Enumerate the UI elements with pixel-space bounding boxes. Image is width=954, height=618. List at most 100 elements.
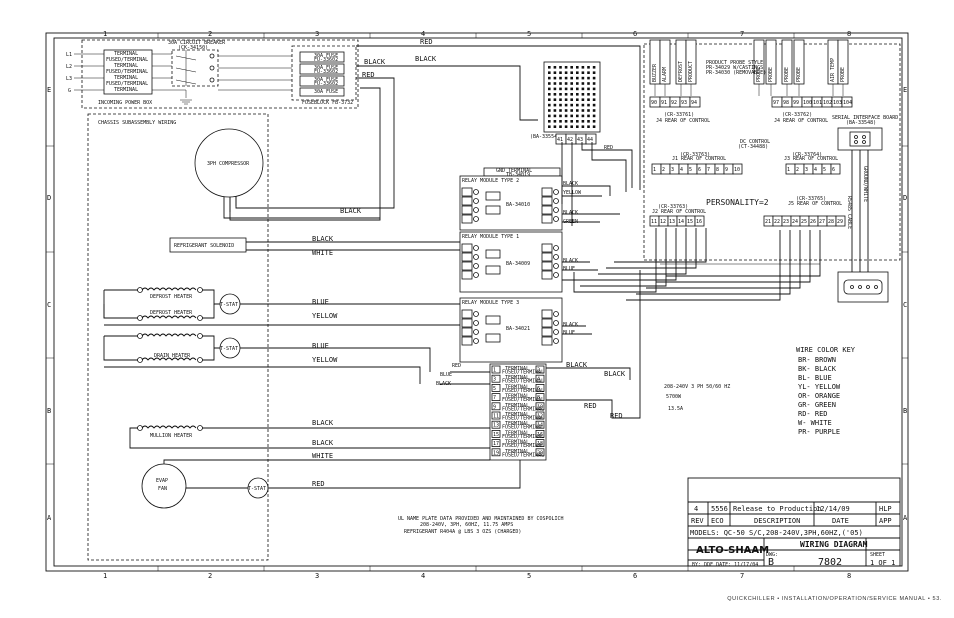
drawn-by: BY: DDF DATE: 11/17/04 (692, 562, 758, 568)
pin-number: 2 (796, 167, 799, 173)
pin-number: 29 (837, 219, 843, 225)
color-key-entry: BK- BLACK (798, 365, 837, 373)
probe-label: PROBE (796, 67, 802, 82)
terminal-label: TERMINAL (505, 394, 529, 400)
probe-label: PROBE (784, 67, 790, 82)
pin-number: 4 (680, 167, 683, 173)
drain-heater: DRAIN HEATER T-STAT BLUE YELLOW (103, 333, 431, 384)
column-label: 5 (527, 572, 531, 580)
terminal-label: FUSED/TERMINAL (106, 57, 148, 63)
terminal-label: TERMINAL (505, 449, 529, 455)
connector-label: (CR-33763) (680, 152, 710, 158)
wire-label: BLACK (563, 181, 578, 187)
pin-number: 104 (843, 100, 852, 106)
dc-control-label: DC CONTROL (740, 139, 770, 145)
connector-pin (841, 96, 853, 108)
pin-number: 10 (537, 404, 543, 410)
connector-label: J3 REAR OF CONTROL (784, 156, 838, 162)
title-block: 4 5556 Release to Production 12/14/09 HL… (687, 477, 901, 568)
terminal-label: FUSED/TERMINAL (502, 370, 544, 376)
connector-label: J4 REAR OF CONTROL (774, 118, 828, 124)
terminal-label: FUSED/TERMINAL (502, 434, 544, 440)
pin-number: 4 (537, 377, 540, 383)
terminal-label: TERMINAL (505, 375, 529, 381)
wire-label: BLACK (563, 322, 578, 328)
personality-label: PERSONALITY=2 (706, 198, 769, 207)
terminal-label: TERMINAL (114, 75, 138, 81)
pin-number: 6 (832, 167, 835, 173)
pin-number: 42 (567, 137, 573, 143)
wire-label: GREEN (563, 219, 578, 225)
column-header: ECO (711, 517, 724, 525)
pin-number: 94 (691, 100, 697, 106)
fuse-part: FU-33602 (314, 81, 338, 87)
column-label: 1 (103, 30, 107, 38)
evap-fan-label: EVAP (156, 478, 168, 484)
pin-number: 8 (716, 167, 719, 173)
column-label: 8 (847, 30, 851, 38)
color-key-entry: W- WHITE (798, 419, 832, 427)
app-value: HLP (879, 505, 892, 513)
connector-pin (694, 215, 705, 227)
relay-modules: GND TERMINAL TB-34019 RELAY MODULE TYPE … (459, 167, 620, 363)
relay-title: RELAY MODULE TYPE 1 (462, 234, 519, 240)
terminal-label: FUSED/TERMINAL (106, 69, 148, 75)
line-label: L2 (66, 64, 72, 70)
pin-number: 11 (651, 219, 657, 225)
pin-number: 9 (493, 404, 496, 410)
defrost-heater-1: DEFROST HEATER T-STAT DEFROST HEATER BLU… (103, 287, 462, 326)
connector-label: (CR-33761) (664, 112, 694, 118)
models-value: MODELS: QC-50 S/C,208-240V,3PH,60HZ,('05… (690, 529, 863, 537)
heater-label: MULLION HEATER (150, 433, 193, 439)
connector-label: (CR-33764) (792, 152, 822, 158)
fuse (299, 63, 345, 75)
probe-label: DEFROST (678, 61, 684, 82)
pin-number: 7 (493, 395, 496, 401)
tstat-label: T-STAT (248, 486, 266, 492)
pin-number: 21 (765, 219, 771, 225)
heater-label: DEFROST HEATER (150, 294, 193, 300)
fuse-label: 30A FUSE (314, 53, 338, 59)
page-footer: QUICKCHILLER • INSTALLATION/OPERATION/SE… (727, 596, 942, 602)
mullion-heater: MULLION HEATER BLACK BLACK (129, 419, 490, 449)
fuse (299, 87, 345, 97)
refrigerant-solenoid (169, 237, 247, 253)
row-label: C (903, 301, 907, 309)
probe-port-label: PRODUCT PROBE STYLE (706, 60, 763, 66)
row-label: A (903, 514, 908, 522)
column-label: 5 (527, 30, 531, 38)
wire-label: RED (420, 38, 433, 46)
terminal-label: TERMINAL (505, 421, 529, 427)
pin-number: 91 (661, 100, 667, 106)
probe-label: PROBE (840, 67, 846, 82)
pin-number: 15 (493, 432, 499, 438)
terminal-label: TERMINAL (505, 403, 529, 409)
wire-label: BLACK (604, 370, 626, 378)
connector-label: (CR-33763) (658, 204, 688, 210)
pin-number: 44 (587, 137, 593, 143)
serial-board-part: (BA-33548) (846, 120, 876, 126)
chassis-title: CHASSIS SUBASSEMBLY WIRING (98, 120, 176, 126)
wire-label: RED (452, 363, 461, 369)
pin-number: 27 (819, 219, 825, 225)
terminal-label: TERMINAL (505, 412, 529, 418)
pin-number: 41 (557, 137, 563, 143)
wire-label: RED (362, 71, 375, 79)
fuse-label: 30A FUSE (314, 77, 338, 83)
column-label: 4 (421, 572, 425, 580)
probe-port-label: PR-34029 W/CASTINGS (706, 65, 763, 71)
fuse (299, 75, 345, 87)
ground-note: GROUND/WHITE (862, 166, 868, 202)
fuse-block (291, 45, 357, 101)
electrical-specs: 208-240V 3 PH 50/60 HZ 5700W 13.5A (664, 384, 730, 412)
color-key-title: WIRE COLOR KEY (796, 346, 856, 354)
terminal-label: TERMINAL (505, 366, 529, 372)
connector-pin (732, 163, 743, 175)
pin-number: 5 (689, 167, 692, 173)
color-key-entry: BR- BROWN (798, 356, 836, 364)
incoming-power-label: INCOMING POWER BOX (98, 100, 152, 106)
color-key-entry: BL- BLUE (798, 374, 832, 382)
terminal-label: FUSED/TERMINAL (502, 388, 544, 394)
pin-number: 22 (774, 219, 780, 225)
pin-number: 28 (828, 219, 834, 225)
